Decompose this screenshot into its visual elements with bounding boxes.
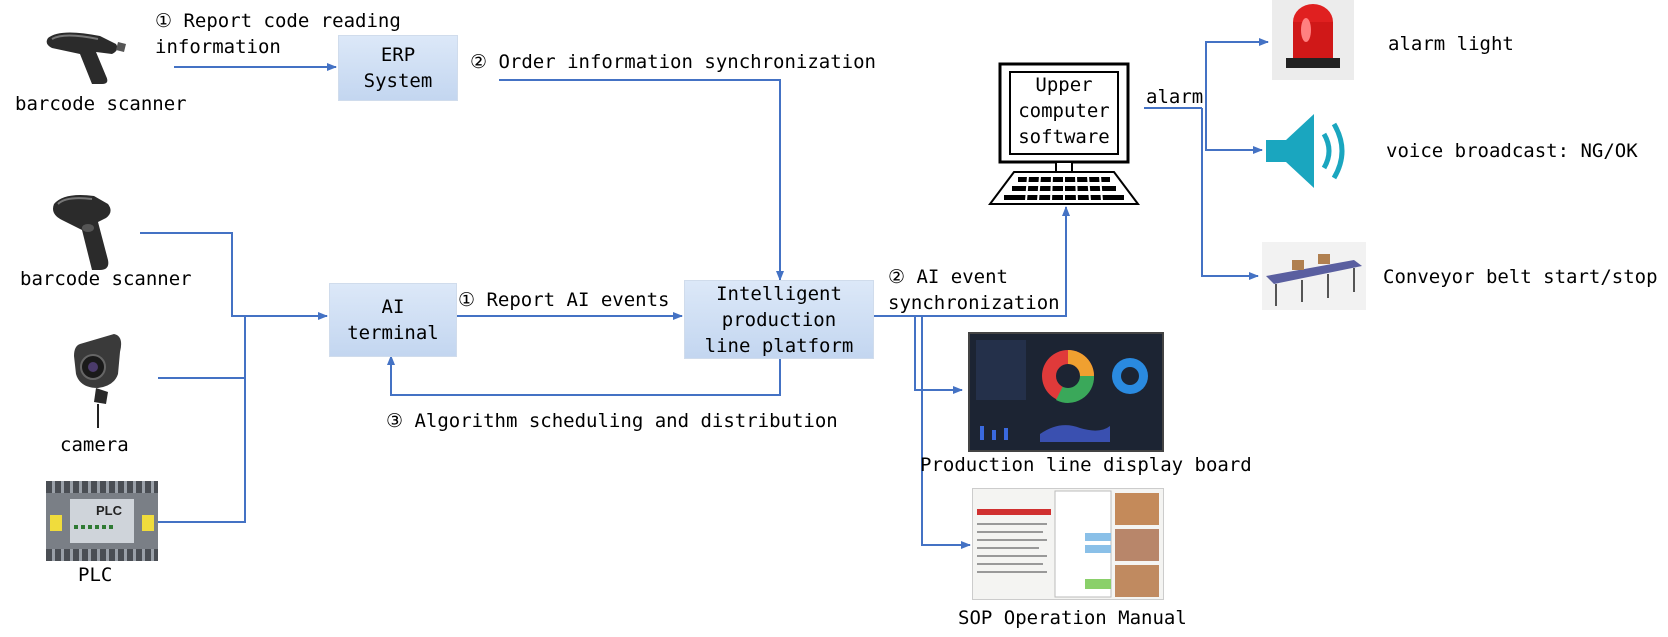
upper-computer-node: Upper computer software xyxy=(1018,74,1110,148)
alarm-light-icon xyxy=(1272,0,1354,80)
barcode-scanner-icon xyxy=(46,32,126,84)
barcode-scanner-icon xyxy=(53,195,111,270)
edge-to-alarm-light xyxy=(1205,38,1269,108)
voice-label: voice broadcast: NG/OK xyxy=(1386,140,1638,162)
sop-label: SOP Operation Manual xyxy=(958,607,1187,629)
conveyor-belt-icon xyxy=(1262,242,1366,310)
edge-label-report-ai: ① Report AI events xyxy=(458,289,670,311)
camera-icon xyxy=(74,334,122,428)
plc-icon-text: PLC xyxy=(96,503,122,518)
edge-platform-sop xyxy=(921,316,971,549)
scanner2-label: barcode scanner xyxy=(20,268,192,290)
edge-plc-ai xyxy=(158,378,246,523)
alarm-light-label: alarm light xyxy=(1388,33,1514,55)
computer-icon xyxy=(988,62,1140,205)
conveyor-label: Conveyor belt start/stop xyxy=(1383,266,1658,288)
scanner1-label: barcode scanner xyxy=(15,93,187,115)
edge-label-report-code: ① Report code reading information xyxy=(155,10,401,58)
edge-label-order-sync: ② Order information synchronization xyxy=(470,51,876,73)
plc-icon: PLC xyxy=(46,481,158,561)
edge-label-algorithm: ③ Algorithm scheduling and distribution xyxy=(386,410,838,432)
edge-to-conveyor xyxy=(1201,108,1259,280)
edge-scanner2-ai xyxy=(140,232,328,320)
sop-manual-icon xyxy=(972,488,1164,600)
speaker-icon xyxy=(1266,114,1345,188)
edge-platform-upper xyxy=(873,206,1070,317)
edge-camera-ai xyxy=(158,316,246,379)
edge-label-ai-sync: ② AI event synchronization xyxy=(888,266,1060,314)
edge-to-voice xyxy=(1205,108,1263,154)
plc-label: PLC xyxy=(78,564,113,586)
edge-platform-ai xyxy=(387,355,781,396)
display-board-label: Production line display board xyxy=(920,454,1252,476)
camera-label: camera xyxy=(60,434,129,456)
edge-erp-platform xyxy=(499,79,784,281)
edge-label-alarm: alarm xyxy=(1146,86,1204,108)
edge-platform-display xyxy=(914,316,963,394)
display-board-icon xyxy=(968,332,1164,452)
